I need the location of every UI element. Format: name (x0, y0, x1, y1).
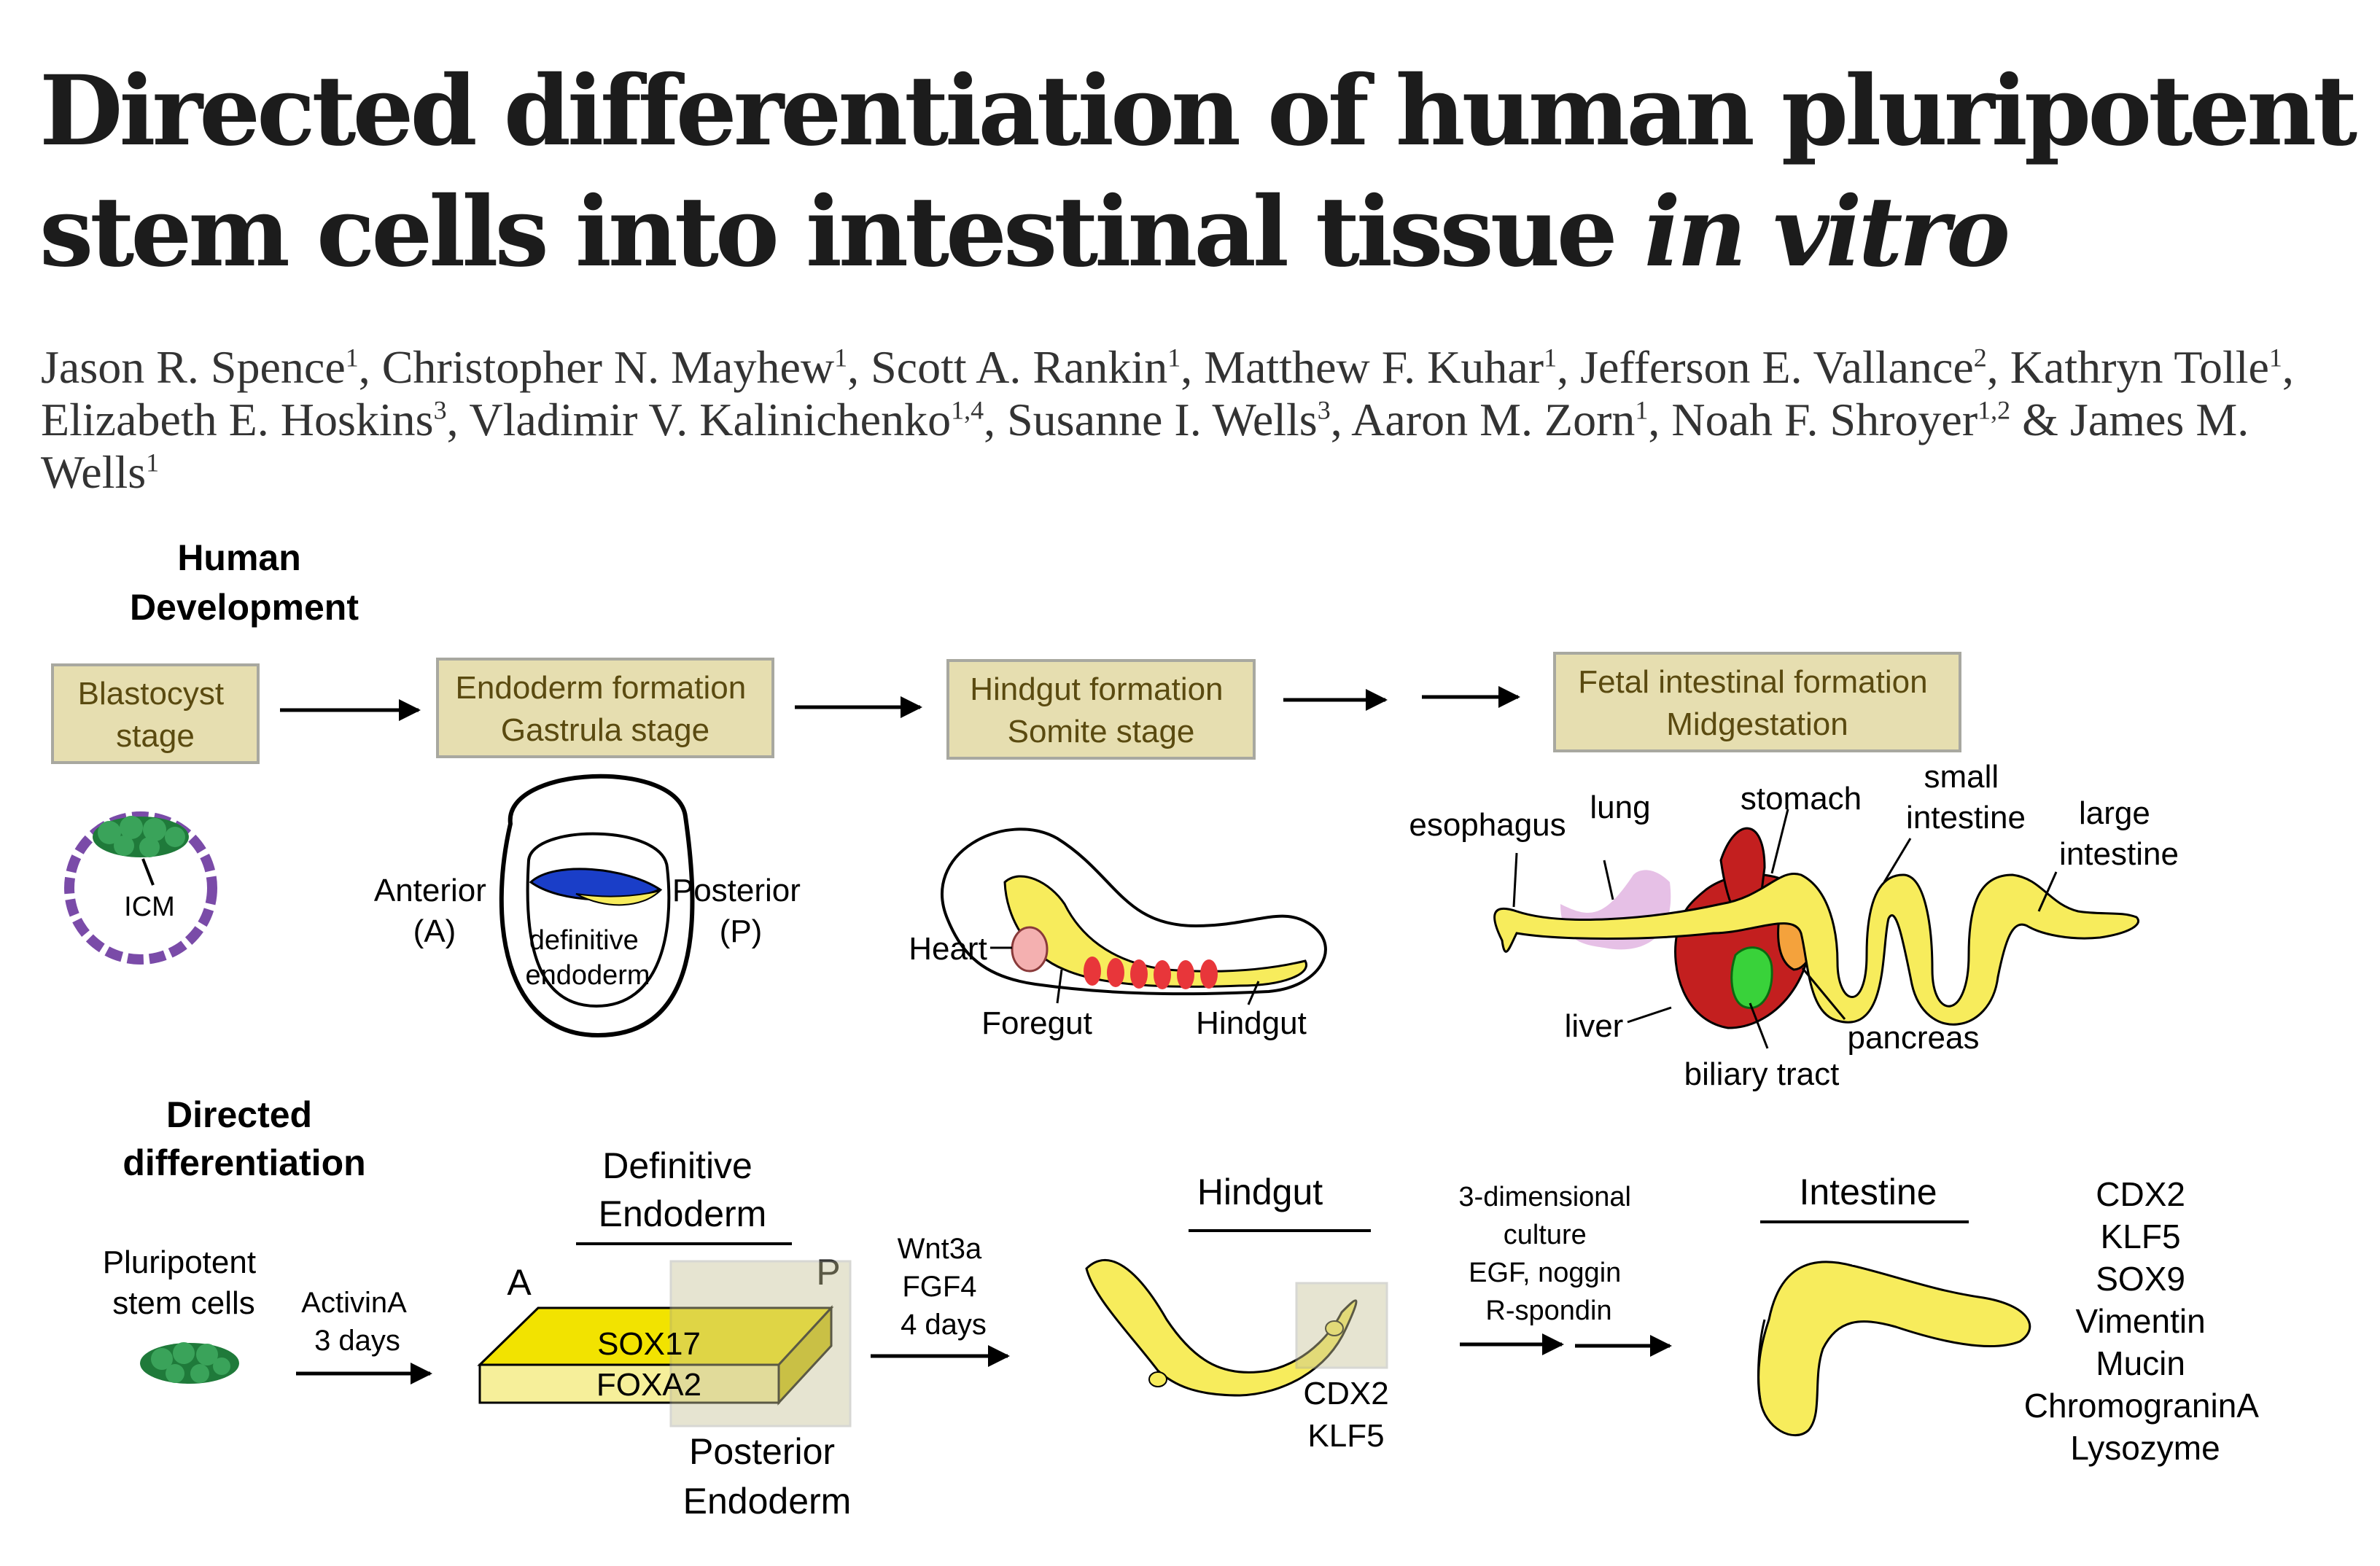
author-affiliation: 1 (345, 343, 359, 373)
esophagus-label: esophagus (1409, 807, 1566, 843)
author-name: Vladimir V. Kalinichenko (469, 394, 952, 445)
directed-heading: Directed differentiation (122, 1094, 365, 1183)
author-name: James M. Wells (41, 394, 2249, 498)
svg-text:SOX17: SOX17 (597, 1326, 701, 1362)
lung-label: lung (1590, 790, 1650, 825)
svg-text:FOXA2: FOXA2 (596, 1367, 701, 1403)
svg-text:ActivinA 3 days: ActivinA 3 days (301, 1287, 413, 1357)
large-intestine-label: large intestine (2059, 795, 2179, 872)
svg-text:Definitive Endoderm: Definitive Endoderm (599, 1145, 767, 1234)
svg-text:P: P (816, 1252, 840, 1293)
svg-text:Hindgut formation So: Hindgut formation Somite stage (970, 671, 1232, 749)
author-affiliation: 1,4 (951, 395, 984, 425)
svg-text:Hindgut: Hindgut (1197, 1172, 1323, 1212)
stage-box-endoderm: Endoderm formation Gastrula stage (436, 658, 774, 758)
definitive-endoderm-block: Definitive Endoderm A P SOX17 FOXA2 Post… (477, 1145, 852, 1522)
step-wnt: Wnt3a FGF4 4 days (871, 1233, 1010, 1367)
foregut-label: Foregut (981, 1005, 1092, 1041)
svg-text:Endoderm formation G: Endoderm formation Gastrula stage (456, 670, 755, 748)
author-name: Kathryn Tolle (2010, 341, 2269, 393)
small-intestine-label: small intestine (1906, 759, 2026, 835)
author-name: Scott A. Rankin (871, 341, 1168, 393)
stage-arrows (280, 686, 1520, 721)
author-affiliation: 1 (1544, 343, 1558, 373)
human-heading: Human Development (130, 537, 359, 628)
author-affiliation: 3 (1317, 395, 1331, 425)
step-3d-culture: 3-dimensional culture EGF, noggin R-spon… (1458, 1182, 1672, 1357)
svg-text:Fetal intestinal formation: Fetal intestinal formation Midgestation (1578, 664, 1937, 742)
author-affiliation: 1 (1167, 343, 1181, 373)
liver-label: liver (1565, 1008, 1624, 1044)
svg-text:Wnt3a FGF4: Wnt3a FGF4 4 days (898, 1233, 990, 1341)
intestine-markers: CDX2 KLF5 SOX9 Vimentin Mucin Chromogran… (2024, 1175, 2266, 1467)
step-activin: ActivinA 3 days (296, 1287, 432, 1384)
author-name: Jason R. Spence (41, 341, 346, 393)
stage-box-hindgut: Hindgut formation Somite stage (946, 659, 1256, 760)
icm-label: ICM (124, 892, 175, 922)
article-title: Directed differentiation of human plurip… (39, 51, 2358, 293)
blastocyst-illustration: ICM (64, 811, 217, 965)
stage-box-fetal: Fetal intestinal formation Midgestation (1553, 652, 1961, 752)
author-name: Aaron M. Zorn (1351, 394, 1636, 445)
svg-text:CDX2: CDX2 (1303, 1376, 1388, 1411)
author-affiliation: 1 (834, 343, 848, 373)
svg-text:Pluripotent stem cel: Pluripotent stem cells (103, 1244, 265, 1321)
gastrula-anterior: Anterior (A) (374, 873, 495, 949)
pancreas-label: pancreas (1847, 1020, 1979, 1056)
svg-text:Blastocyst stage: Blastocyst stage (78, 676, 233, 754)
gastrula-illustration: Anterior (A) Posterior (P) definitive en… (374, 774, 809, 1038)
author-affiliation: 3 (433, 395, 447, 425)
biliary-tract-label: biliary tract (1684, 1056, 1840, 1092)
stomach-label: stomach (1741, 781, 1862, 817)
author-name: Jefferson E. Vallance (1580, 341, 1974, 393)
svg-text:3-dimensional cultur: 3-dimensional culture EGF, noggin R-spon… (1458, 1182, 1638, 1326)
title-main: Directed differentiation of human plurip… (39, 55, 2357, 289)
stage-box-blastocyst: Blastocyst stage (51, 663, 260, 764)
author-affiliation: 1 (1635, 395, 1649, 425)
author-affiliation: 2 (1973, 343, 1987, 373)
title-italic: in vitro (1644, 176, 2010, 289)
author-name: Matthew F. Kuhar (1204, 341, 1544, 393)
author-name: Susanne I. Wells (1007, 394, 1318, 445)
svg-text:A: A (507, 1262, 532, 1303)
fetal-gi-illustration: esophagus lung stomach small intestine l… (1409, 759, 2179, 1092)
svg-text:Posterior Endoderm: Posterior Endoderm (683, 1431, 852, 1522)
author-list: Jason R. Spence1, Christopher N. Mayhew1… (41, 341, 2294, 498)
svg-text:Intestine: Intestine (1799, 1172, 1937, 1212)
somite-embryo-illustration: Heart Foregut Hindgut (909, 827, 1327, 1041)
psc-illustration: Pluripotent stem cells (103, 1244, 265, 1384)
definitive-endoderm-label: definitive endoderm (525, 925, 650, 991)
author-name: Christopher N. Mayhew (381, 341, 835, 393)
heart-label: Heart (909, 931, 987, 967)
intestine-illustration: Intestine CDX2 KLF5 SOX9 Vimentin Mucin … (1757, 1172, 2266, 1467)
author-name: Elizabeth E. Hoskins (41, 394, 434, 445)
svg-text:KLF5: KLF5 (1307, 1418, 1384, 1454)
hindgut-label: Hindgut (1196, 1005, 1307, 1041)
hindgut-illustration: Hindgut CDX2 KLF5 (1085, 1172, 1389, 1454)
gastrula-posterior: Posterior (P) (672, 873, 809, 949)
author-affiliation: 1,2 (1978, 395, 2011, 425)
author-affiliation: 1 (2268, 343, 2282, 373)
author-name: Noah F. Shroyer (1671, 394, 1978, 445)
author-affiliation: 1 (146, 448, 160, 478)
